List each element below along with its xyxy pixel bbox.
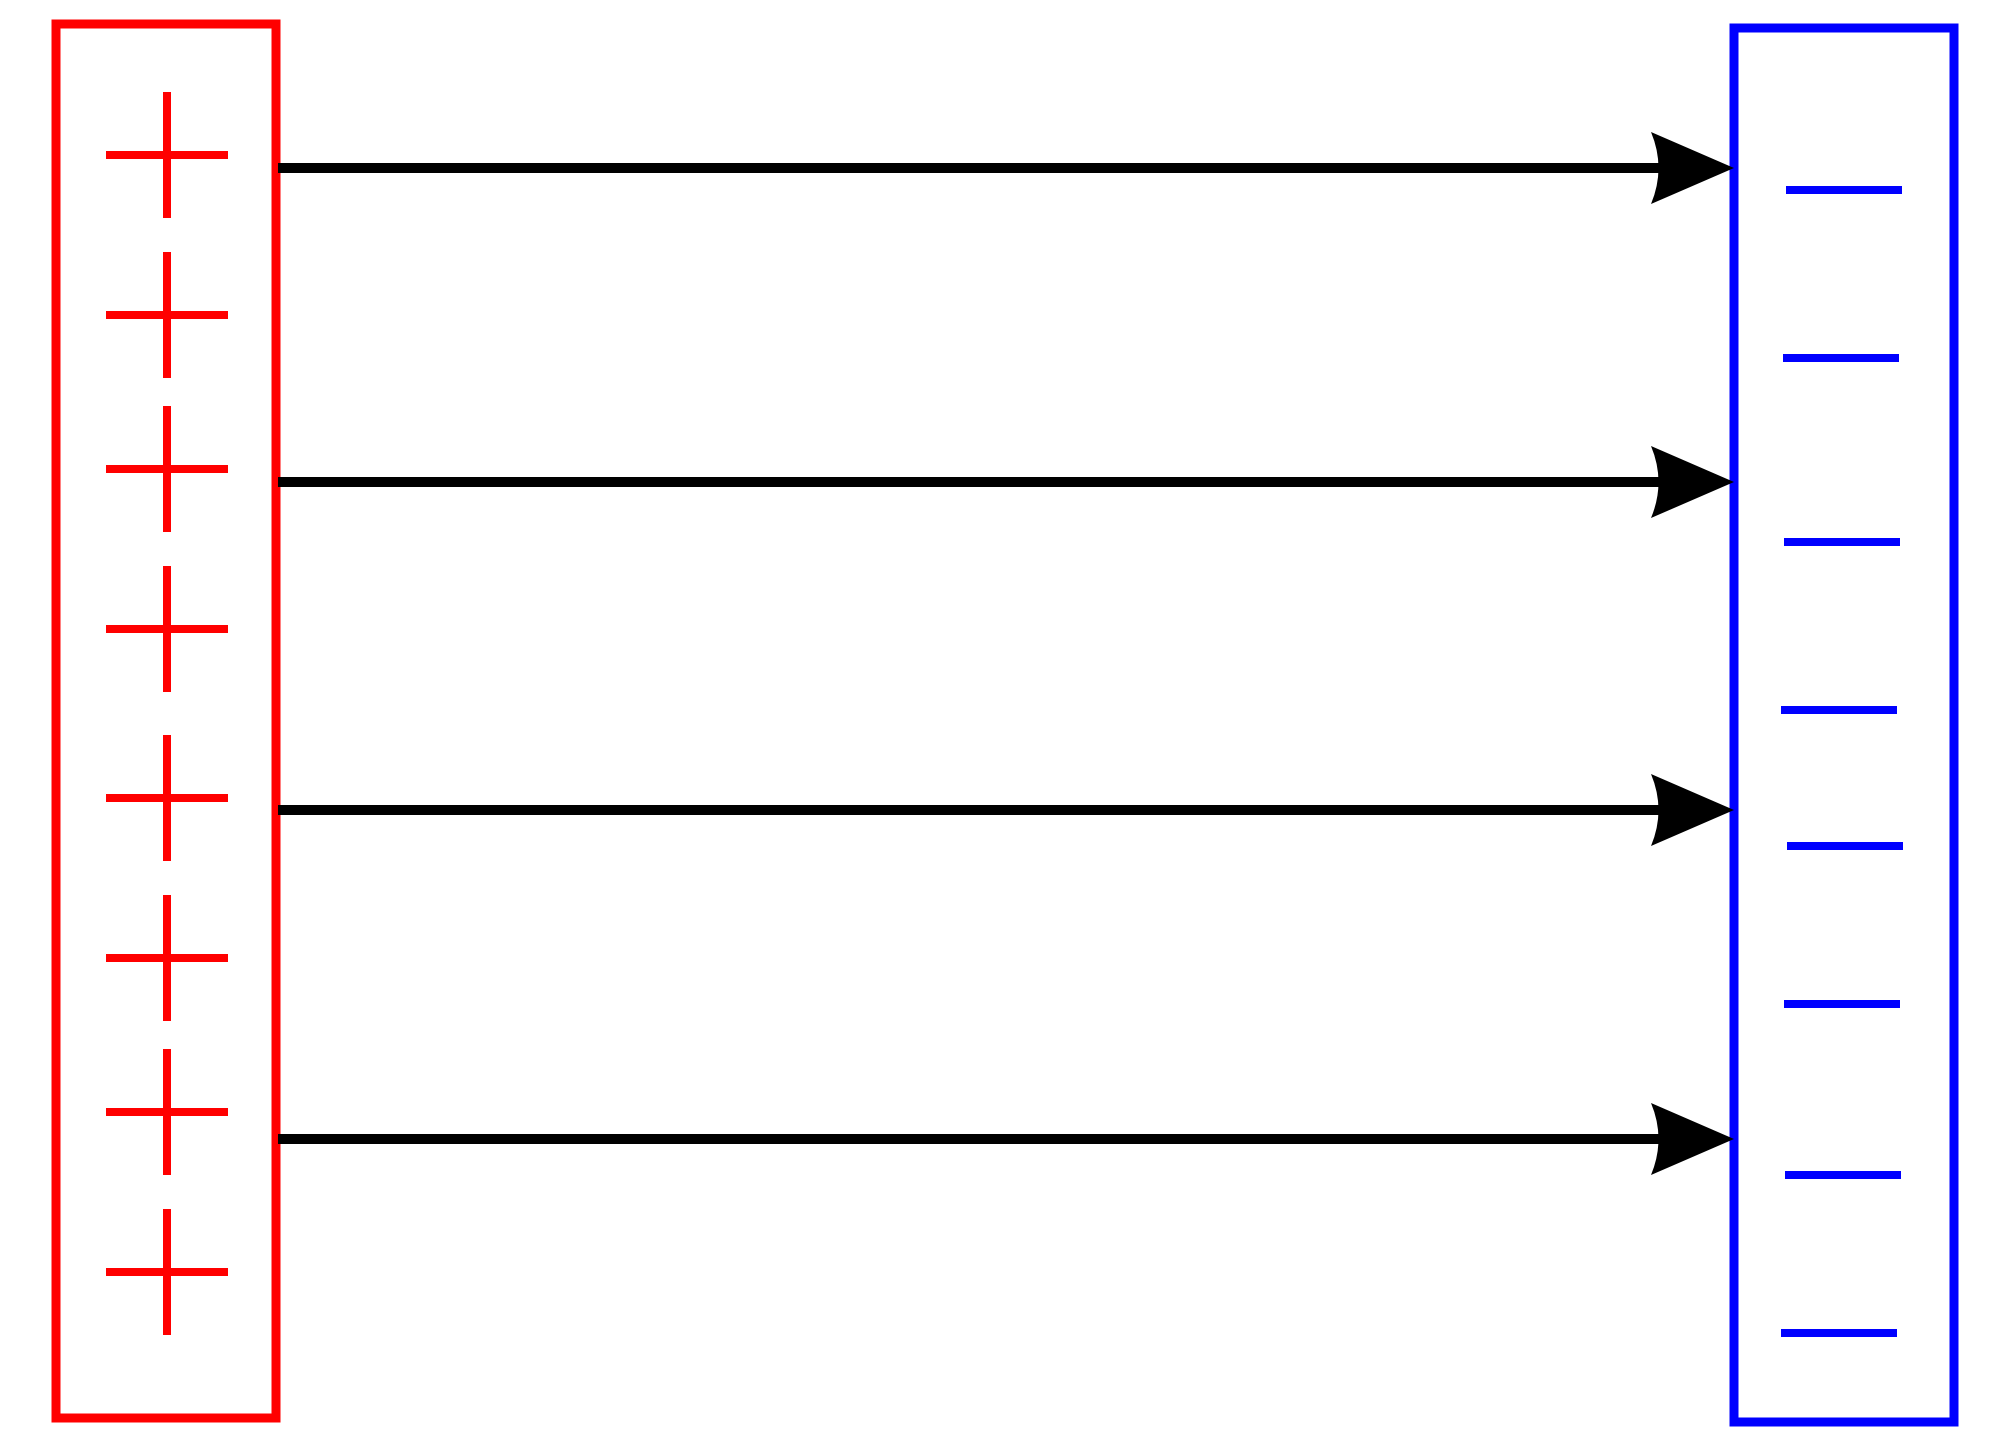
arrowhead-icon [1651, 446, 1734, 518]
field-arrow [278, 1103, 1734, 1175]
positive-charge-icon [106, 92, 228, 218]
positive-plate [51, 19, 281, 1423]
positive-charge-icon [106, 735, 228, 861]
field-arrow [278, 132, 1734, 204]
negative-plate [1729, 23, 1959, 1427]
arrowhead-icon [1651, 132, 1734, 204]
field-arrow [278, 774, 1734, 846]
positive-charge-icon [106, 1049, 228, 1175]
positive-plate-outline [51, 19, 281, 1423]
negative-charges [1781, 186, 1903, 1337]
negative-plate-outline [1729, 23, 1959, 1427]
field-arrow [278, 446, 1734, 518]
positive-charge-icon [106, 1209, 228, 1335]
positive-charge-icon [106, 406, 228, 532]
positive-charge-icon [106, 895, 228, 1021]
arrowhead-icon [1651, 1103, 1734, 1175]
positive-charge-icon [106, 566, 228, 692]
arrowhead-icon [1651, 774, 1734, 846]
positive-charges [106, 92, 228, 1335]
electric-field-arrows [278, 132, 1734, 1175]
positive-charge-icon [106, 252, 228, 378]
